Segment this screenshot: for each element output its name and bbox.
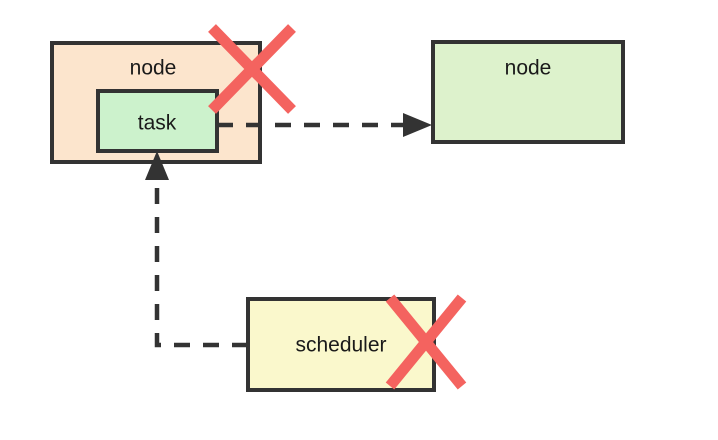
edge-scheduler-to-task: [145, 151, 248, 348]
edge-task-to-node-right: [217, 113, 432, 137]
task-box[interactable]: [96, 89, 219, 153]
scheduler-label: scheduler: [295, 334, 386, 357]
task-label: task: [138, 112, 177, 135]
cross-scheduler-stroke-b: [385, 294, 467, 390]
node-right-box[interactable]: [431, 40, 625, 144]
cross-node-left-stroke-b: [208, 24, 296, 114]
task-group[interactable]: task: [96, 89, 219, 153]
edge-task-to-node-right-arrowhead: [403, 113, 432, 137]
cross-scheduler-icon: [385, 294, 467, 390]
edge-scheduler-to-task-line: [154, 180, 248, 348]
node-left-label: node: [130, 57, 177, 80]
node-right-group[interactable]: node: [431, 40, 625, 144]
cross-node-left-icon: [208, 24, 296, 114]
edge-scheduler-to-task-arrowhead: [145, 151, 169, 180]
node-right-label: node: [505, 57, 552, 80]
